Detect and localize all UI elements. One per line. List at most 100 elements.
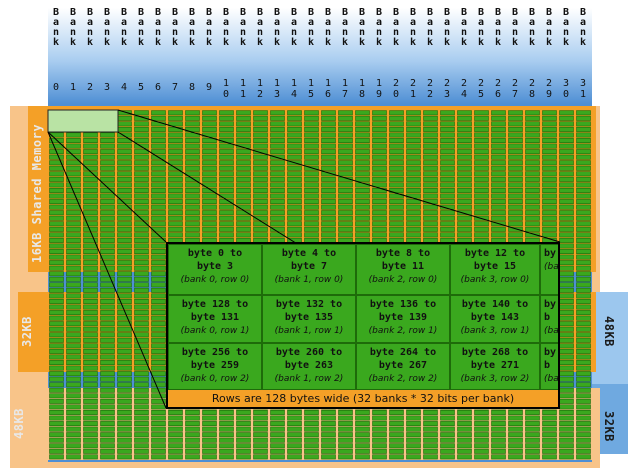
cell-bank-row: (bank 2, row 0) [368,275,438,285]
bank-number: 5 [137,82,145,93]
bank-number: 2 [86,82,94,93]
cell-byte-range: byte 135 [284,312,334,323]
cell-bank-row: (bank 2, row 2) [368,374,438,384]
cell-byte-range: byte 267 [378,360,428,371]
cell-byte-range: by [544,248,557,259]
cell-byte-range: byte 3 [196,261,234,272]
cell-bank-row: (ba [544,262,559,272]
cell-bank-row: (bank 3, row 0) [460,275,530,285]
cell-byte-range: byte 4 to [281,248,337,259]
bank-number: 0 [52,82,60,93]
cell-bank-row: (bank 3, row 1) [460,326,530,336]
cell-bank-row: (ba [544,374,559,384]
cell-byte-range: byte 264 to [369,347,437,358]
memory-word-cell: by (ba [540,244,559,295]
cell-byte-range: byte 11 [381,261,425,272]
cell-byte-range: byte 136 to [369,299,437,310]
bank-number: 8 [188,82,196,93]
cell-byte-range: byte 0 to [187,248,243,259]
cell-byte-range: byte 132 to [275,299,343,310]
label-32kb-left: 32KB [20,316,34,348]
bank-number: 7 [171,82,179,93]
cell-byte-range: b [544,360,551,371]
zoom-line [47,131,167,409]
cell-byte-range: by [544,299,557,310]
cell-byte-range: byte 131 [190,312,240,323]
bank-number: 3 [103,82,111,93]
bank-number: 9 [205,82,213,93]
bank-number: 6 [154,82,162,93]
cell-byte-range: byte 143 [470,312,520,323]
zoom-line [47,131,167,243]
cell-bank-row: (ba [544,326,559,336]
highlighted-row [47,109,119,133]
cell-byte-range: byte 7 [290,261,328,272]
cell-byte-range: byte 139 [378,312,428,323]
